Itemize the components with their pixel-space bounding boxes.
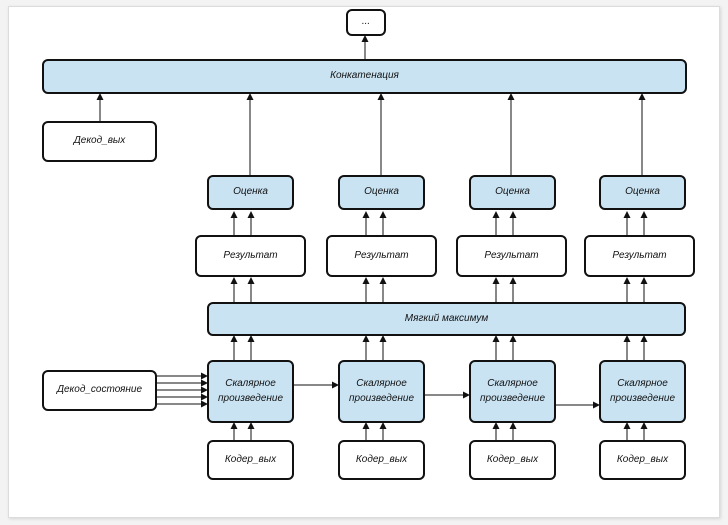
- score-node: Оценка: [469, 175, 556, 210]
- result-node: Результат: [584, 235, 695, 277]
- result-node: Результат: [456, 235, 567, 277]
- result-node: Результат: [195, 235, 306, 277]
- decoder-state-label: Декод_состояние: [56, 384, 143, 396]
- result-node: Результат: [326, 235, 437, 277]
- dot-product-label: Скалярное произведение: [218, 378, 283, 404]
- score-label: Оценка: [625, 186, 660, 198]
- score-label: Оценка: [495, 186, 530, 198]
- decoder-output-label: Декод_вых: [73, 135, 126, 147]
- dot-product-node: Скалярное произведение: [338, 360, 425, 423]
- top-output-node: ...: [346, 9, 386, 36]
- encoder-output-label: Кодер_вых: [224, 453, 277, 465]
- decoder-output-node: Декод_вых: [42, 121, 157, 162]
- result-label: Результат: [612, 249, 667, 261]
- dot-product-label: Скалярное произведение: [480, 378, 545, 404]
- dot-product-node: Скалярное произведение: [207, 360, 294, 423]
- result-label: Результат: [484, 249, 539, 261]
- encoder-output-node: Кодер_вых: [338, 440, 425, 480]
- dot-product-node: Скалярное произведение: [599, 360, 686, 423]
- decoder-state-node: Декод_состояние: [42, 370, 157, 411]
- encoder-output-label: Кодер_вых: [355, 453, 408, 465]
- score-node: Оценка: [207, 175, 294, 210]
- encoder-output-label: Кодер_вых: [486, 453, 539, 465]
- dot-product-node: Скалярное произведение: [469, 360, 556, 423]
- concatenation-label: Конкатенация: [330, 70, 399, 82]
- result-label: Результат: [223, 249, 278, 261]
- encoder-output-node: Кодер_вых: [469, 440, 556, 480]
- encoder-output-node: Кодер_вых: [207, 440, 294, 480]
- softmax-label: Мягкий максимум: [404, 312, 489, 324]
- result-label: Результат: [354, 249, 409, 261]
- encoder-output-label: Кодер_вых: [616, 453, 669, 465]
- score-label: Оценка: [364, 186, 399, 198]
- dot-product-label: Скалярное произведение: [610, 378, 675, 404]
- score-node: Оценка: [599, 175, 686, 210]
- score-label: Оценка: [233, 186, 268, 198]
- encoder-output-node: Кодер_вых: [599, 440, 686, 480]
- dot-product-label: Скалярное произведение: [349, 378, 414, 404]
- top-output-label: ...: [361, 16, 371, 28]
- concatenation-node: Конкатенация: [42, 59, 687, 94]
- score-node: Оценка: [338, 175, 425, 210]
- softmax-node: Мягкий максимум: [207, 302, 686, 336]
